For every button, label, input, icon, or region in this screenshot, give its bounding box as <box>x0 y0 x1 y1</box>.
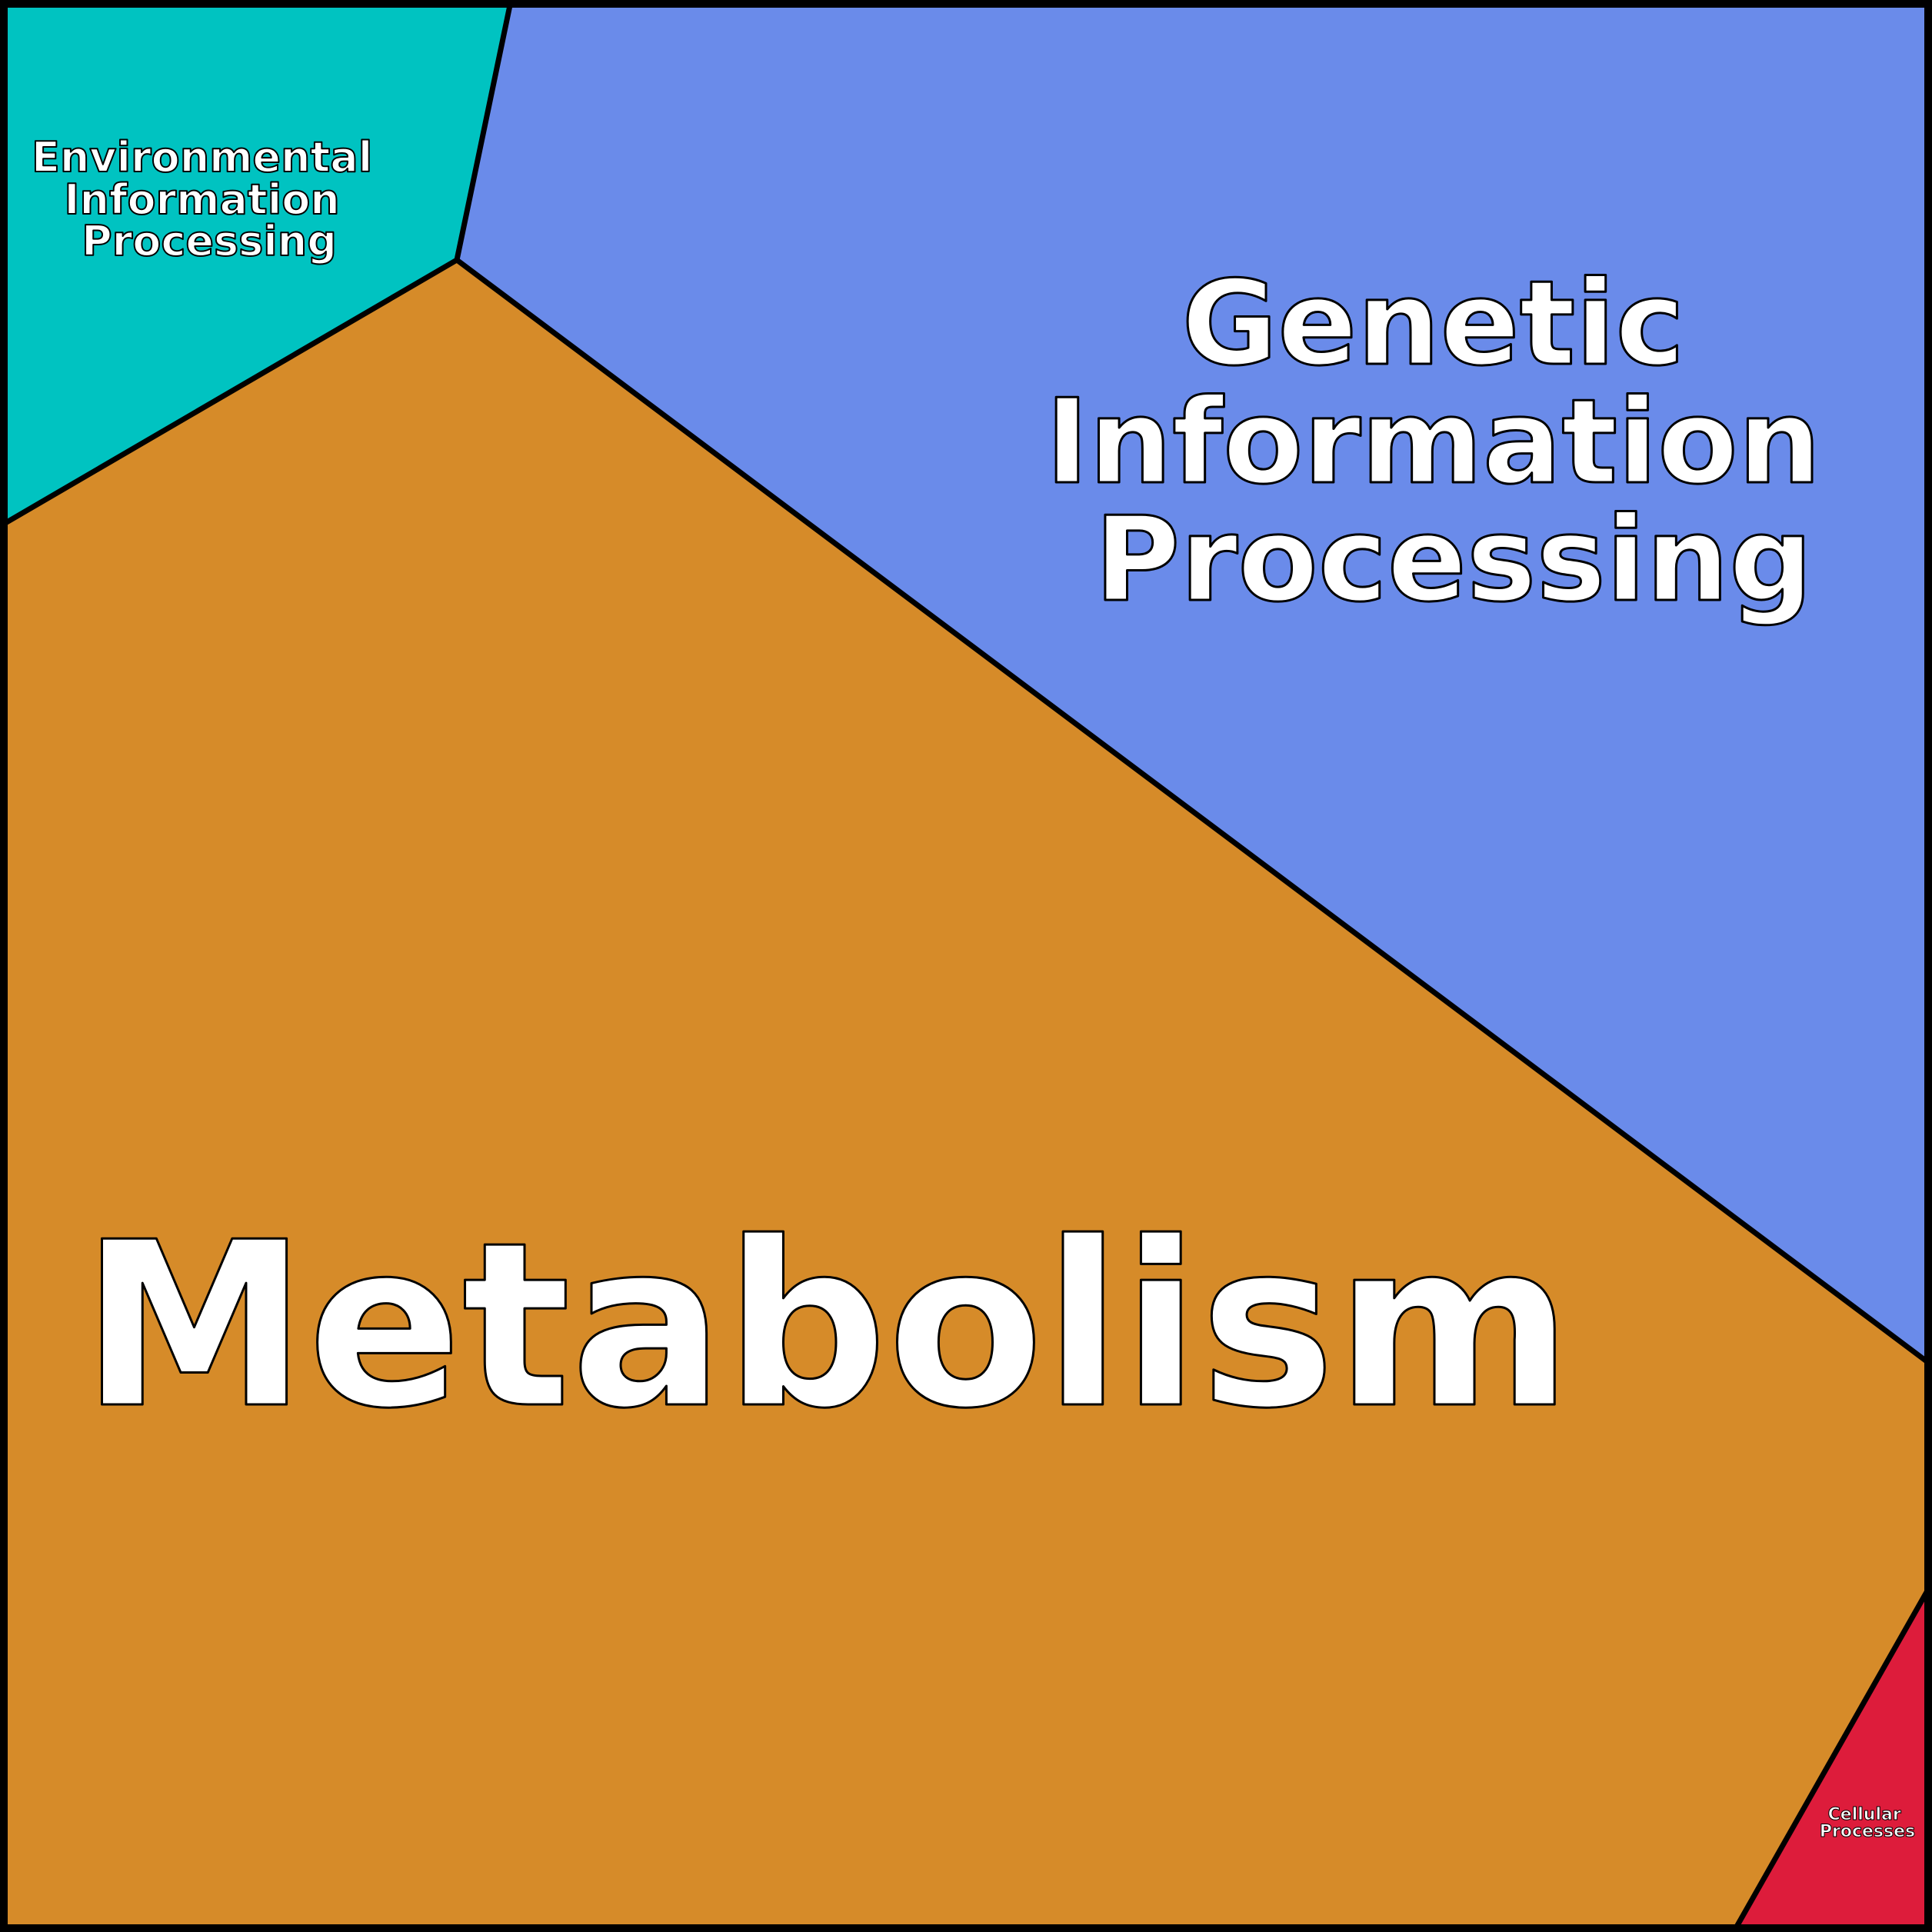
label-line: Information <box>1045 374 1821 510</box>
region-environmental-information-processing[interactable] <box>5 5 510 523</box>
label-line: Metabolism <box>81 1193 1572 1458</box>
label-environmental-information-processing: Environmental Information Processing <box>32 133 387 265</box>
label-line: Genetic <box>1182 255 1685 391</box>
label-line: Processing <box>1094 491 1813 628</box>
label-line: Cellular <box>1828 1805 1901 1824</box>
label-metabolism: Metabolism <box>81 1193 1572 1458</box>
label-genetic-information-processing: Genetic Information Processing <box>1045 255 1862 628</box>
region-metabolism[interactable] <box>5 260 1927 1927</box>
region-border <box>1734 1591 1930 1928</box>
region-genetic-information-processing[interactable] <box>457 5 1927 1361</box>
label-line: Processes <box>1820 1822 1915 1841</box>
label-cellular-processes: Cellular Processes <box>1820 1805 1915 1841</box>
region-border <box>455 258 1929 1364</box>
label-line: Information <box>64 175 339 224</box>
label-line: Processing <box>82 217 337 265</box>
label-line: Environmental <box>32 133 372 182</box>
